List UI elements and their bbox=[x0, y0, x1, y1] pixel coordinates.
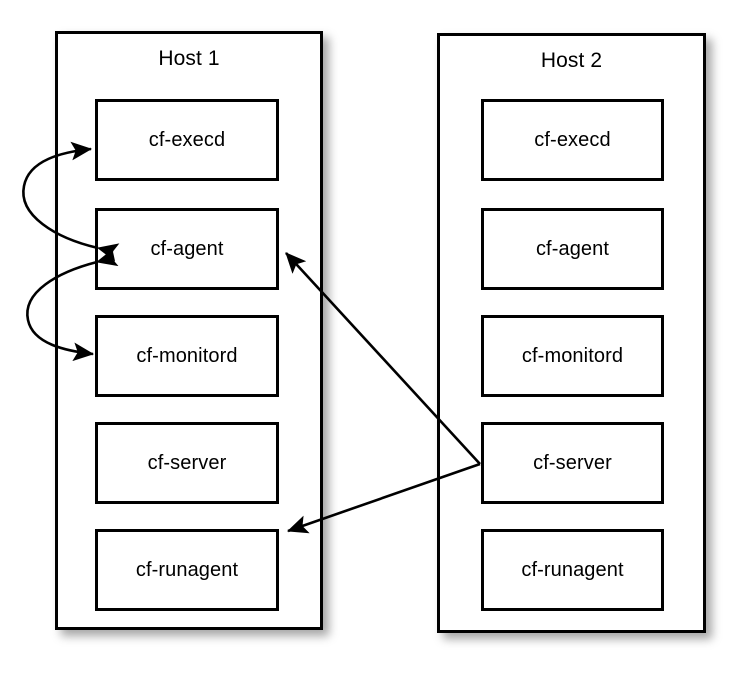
process-label: cf-monitord bbox=[136, 344, 238, 367]
process-label: cf-runagent bbox=[521, 558, 624, 581]
process-box-h2-cf-execd[interactable]: cf-execd bbox=[481, 99, 664, 181]
host-1-title: Host 1 bbox=[158, 47, 220, 70]
process-box-h1-cf-runagent[interactable]: cf-runagent bbox=[95, 529, 279, 611]
host-2-title: Host 2 bbox=[540, 49, 603, 72]
process-box-h1-cf-monitord[interactable]: cf-monitord bbox=[95, 315, 279, 397]
host-panel-host-1[interactable]: Host 1 cf-execd cf-agent cf-monitord cf-… bbox=[55, 31, 323, 630]
process-label: cf-monitord bbox=[521, 344, 624, 367]
process-label: cf-runagent bbox=[135, 558, 239, 581]
process-box-h1-cf-agent[interactable]: cf-agent bbox=[95, 208, 279, 290]
host-panel-host-2[interactable]: Host 2 cf-execd cf-agent cf-monitord cf-… bbox=[437, 33, 706, 633]
process-box-h2-cf-server[interactable]: cf-server bbox=[481, 422, 664, 504]
process-box-h2-cf-agent[interactable]: cf-agent bbox=[481, 208, 664, 290]
process-label: cf-execd bbox=[148, 128, 226, 151]
process-box-h1-cf-server[interactable]: cf-server bbox=[95, 422, 279, 504]
process-box-h2-cf-monitord[interactable]: cf-monitord bbox=[481, 315, 664, 397]
process-label: cf-agent bbox=[535, 237, 610, 260]
process-label: cf-server bbox=[147, 451, 227, 474]
process-box-h1-cf-execd[interactable]: cf-execd bbox=[95, 99, 279, 181]
process-box-h2-cf-runagent[interactable]: cf-runagent bbox=[481, 529, 664, 611]
process-label: cf-server bbox=[533, 451, 612, 474]
process-label: cf-execd bbox=[534, 128, 611, 151]
process-label: cf-agent bbox=[150, 237, 224, 260]
